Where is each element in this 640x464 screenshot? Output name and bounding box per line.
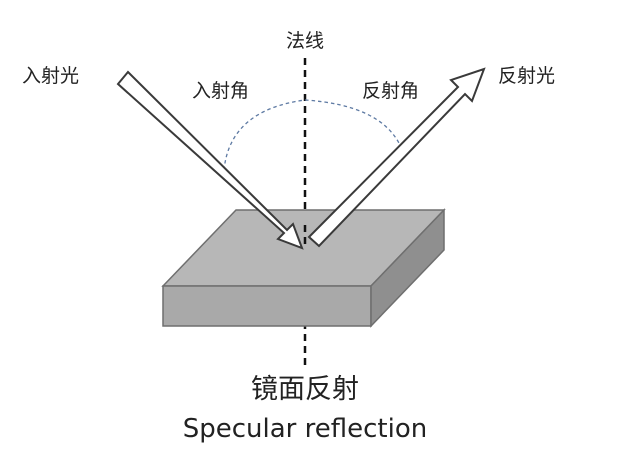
caption-english: Specular reflection [183,414,427,444]
incident-light-label: 入射光 [22,65,79,87]
reflected-light-arrow [307,67,486,248]
reflection-angle-label: 反射角 [362,80,419,102]
angle-arc [223,99,401,171]
mirror-surface [161,208,446,328]
incident-angle-label: 入射角 [192,80,249,102]
surface-front [162,285,372,327]
surface-side [370,208,445,328]
incident-light-arrow [116,70,304,250]
reflected-light-label: 反射光 [498,65,555,87]
normal-line-label: 法线 [286,30,324,52]
caption-chinese: 镜面反射 [251,374,359,405]
